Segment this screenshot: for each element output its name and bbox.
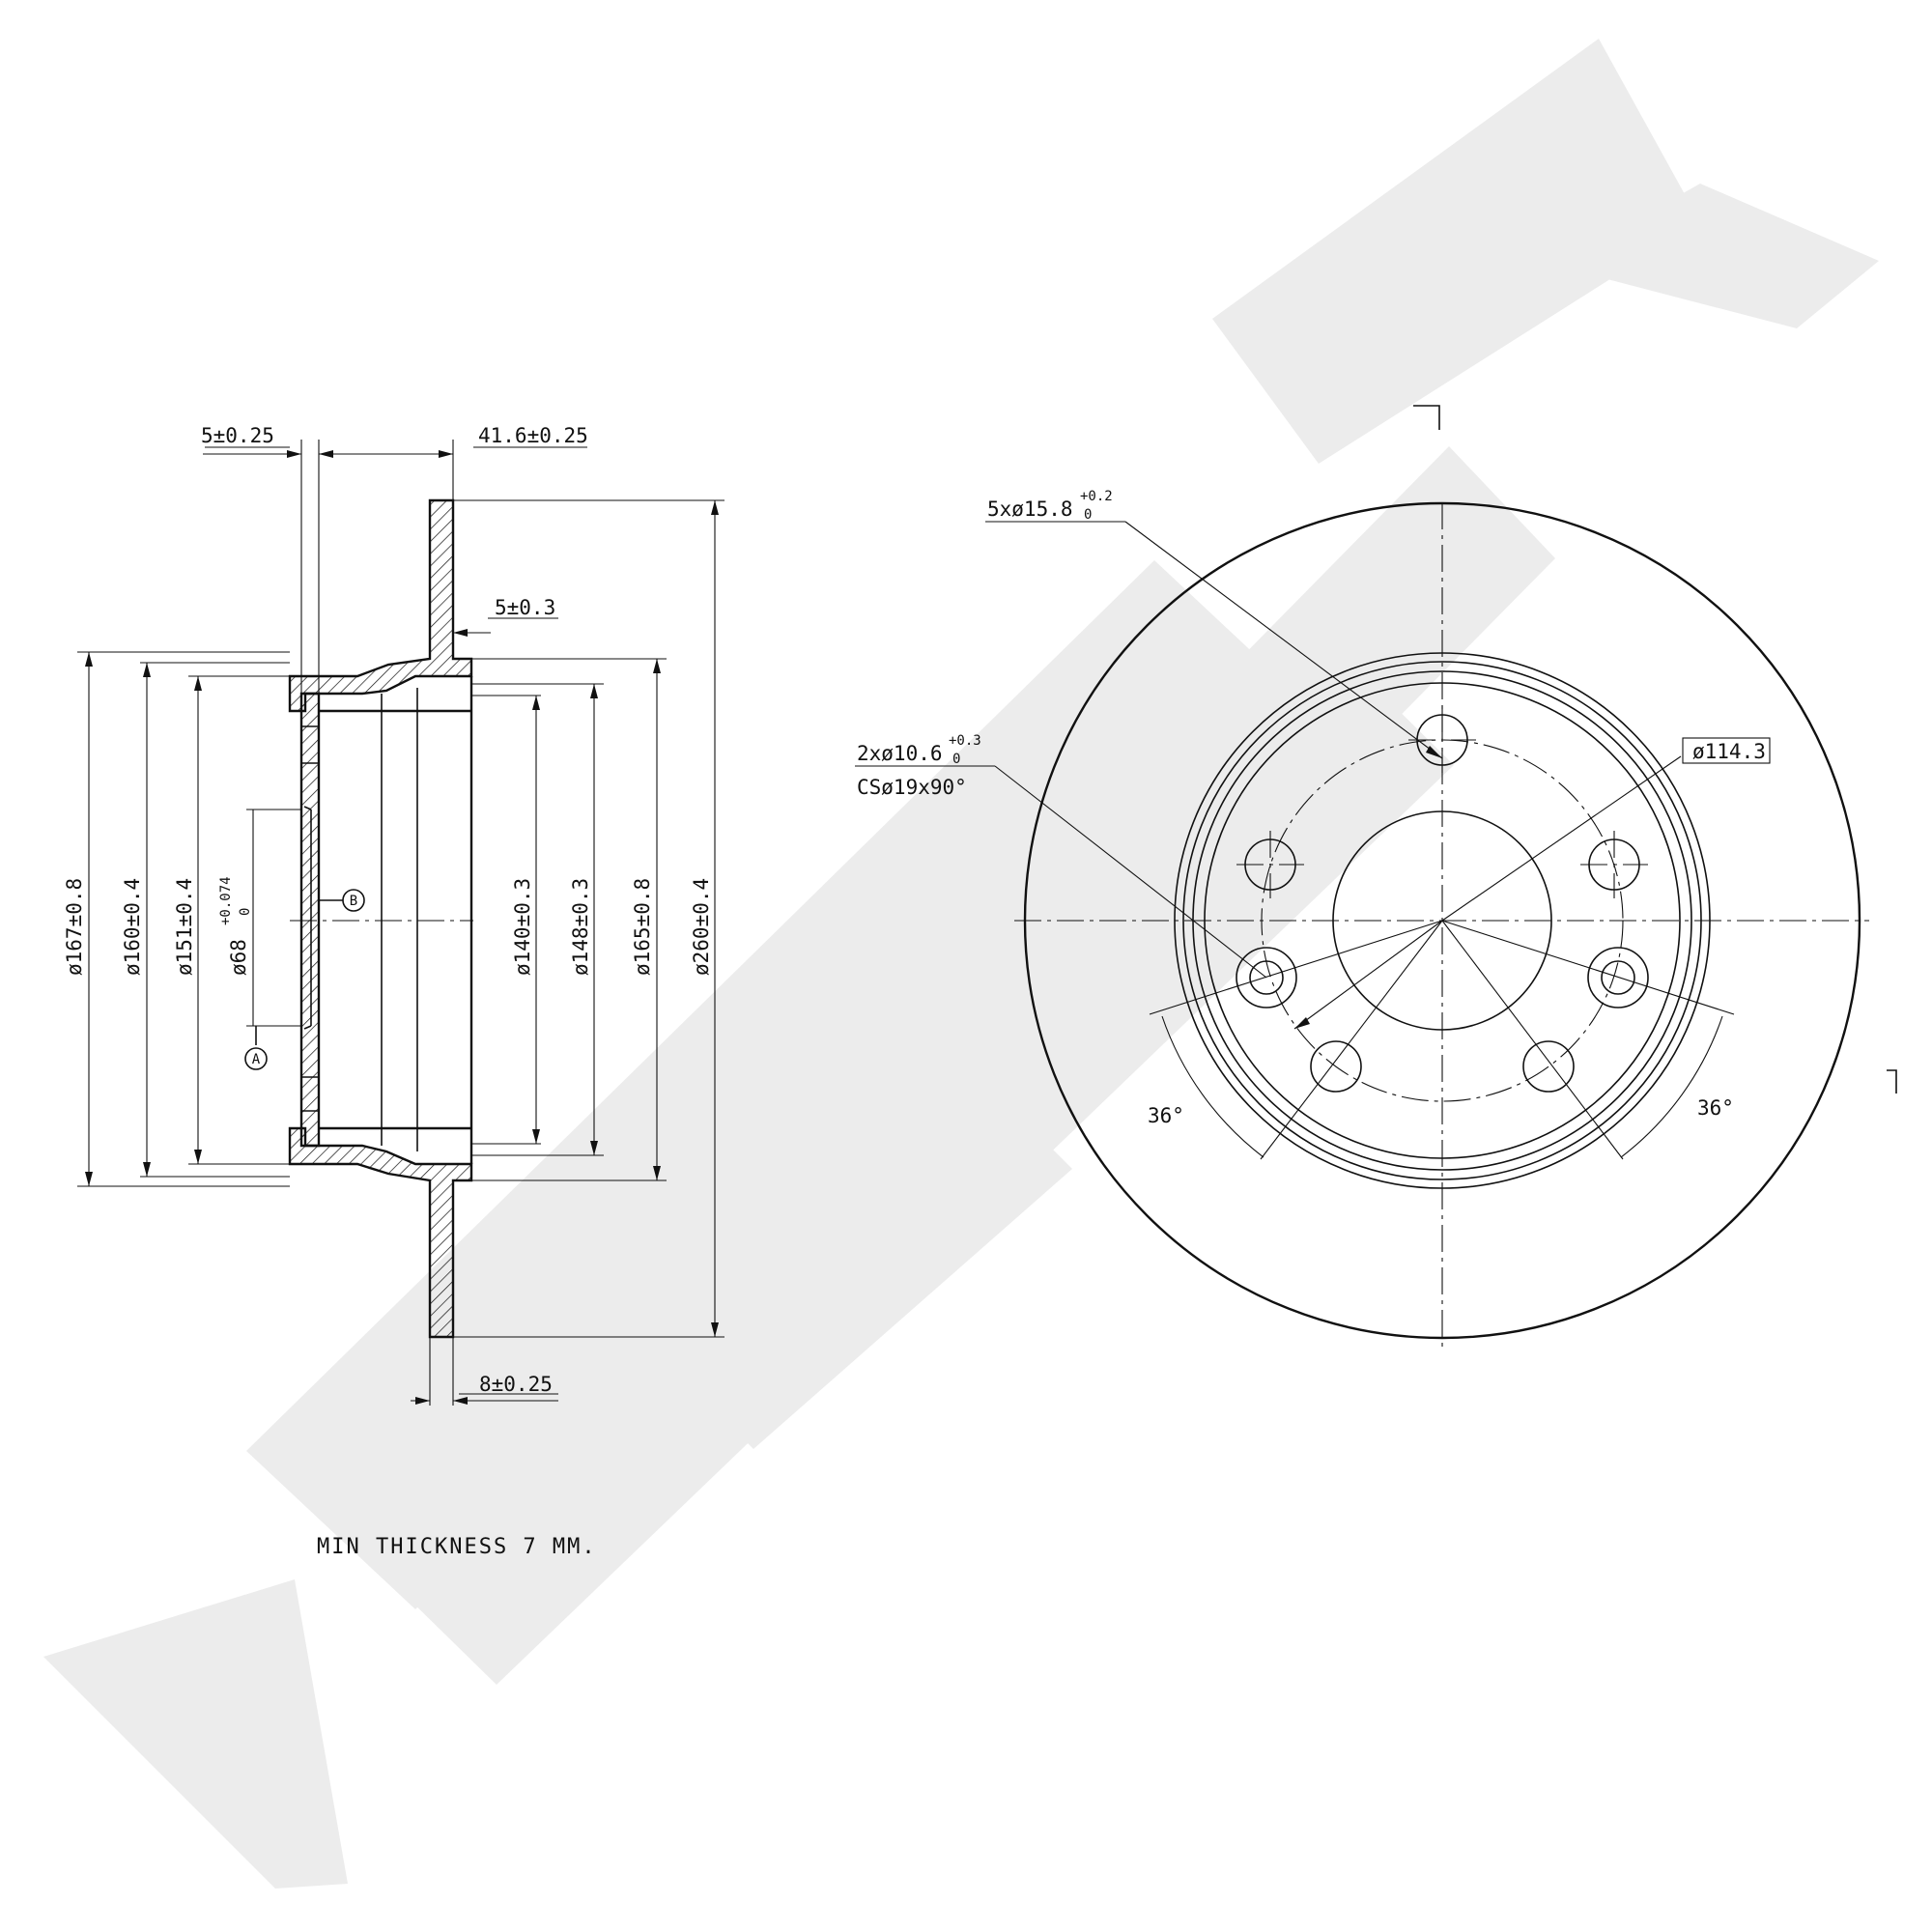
locating-holes [1236, 947, 1649, 1009]
bolt-hole [1522, 1040, 1575, 1093]
dim-d68: ø68 [227, 939, 250, 976]
locating-hole-tol-upper: +0.3 [949, 733, 981, 749]
section-view: A B 5±0.25 41.6±0.25 5±0.3 8±0.25 ø167±0… [63, 424, 724, 1559]
angle-right-label: 36° [1697, 1096, 1734, 1120]
dim-d160: ø160±0.4 [121, 878, 144, 976]
hat-wall-section [299, 692, 321, 1148]
hat-ring-2 [1182, 661, 1702, 1180]
dim-d167: ø167±0.8 [63, 878, 86, 976]
bolt-hole-label: 5xø15.8 [987, 497, 1073, 521]
pcd-label: ø114.3 [1692, 740, 1766, 763]
bolt-hole [1310, 1040, 1362, 1093]
disc-section-lower [288, 1126, 473, 1339]
datum-b-label: B [350, 894, 357, 909]
locating-hole-tol-lower: 0 [952, 752, 960, 767]
dim-d68-tol-upper: +0.074 [218, 876, 234, 925]
angle-left-label: 36° [1148, 1104, 1184, 1127]
min-thickness-note: MIN THICKNESS 7 MM. [317, 1535, 597, 1559]
dim-d151: ø151±0.4 [173, 878, 196, 976]
dim-d68-tol-lower: 0 [238, 908, 253, 916]
hat-inner-ring [1204, 682, 1681, 1159]
countersink-label: CSø19x90° [857, 776, 967, 799]
locating-hole-label: 2xø10.6 [857, 742, 943, 765]
dim-hat-wall: 5±0.25 [201, 424, 274, 447]
watermark-logo [43, 39, 1879, 1889]
disc-section-upper [288, 498, 473, 713]
datum-a-label: A [252, 1052, 261, 1067]
dim-d148: ø148±0.3 [569, 878, 592, 976]
center-bore [1332, 810, 1552, 1031]
dim-flange-wall: 5±0.3 [495, 596, 555, 619]
dim-disc-thickness: 8±0.25 [479, 1373, 553, 1396]
front-view: 5xø15.8 +0.2 0 2xø10.6 +0.3 0 CSø19x90° … [855, 405, 1897, 1350]
dim-overall-height: 41.6±0.25 [478, 424, 588, 447]
hat-outer-ring [1174, 652, 1711, 1189]
dim-d165: ø165±0.8 [631, 878, 654, 976]
disc-outer-edge [1023, 501, 1861, 1340]
dim-d260: ø260±0.4 [690, 878, 713, 976]
dim-d140: ø140±0.3 [511, 878, 534, 976]
bolt-hole-tol-lower: 0 [1084, 507, 1092, 523]
bolt-hole-tol-upper: +0.2 [1080, 489, 1113, 504]
